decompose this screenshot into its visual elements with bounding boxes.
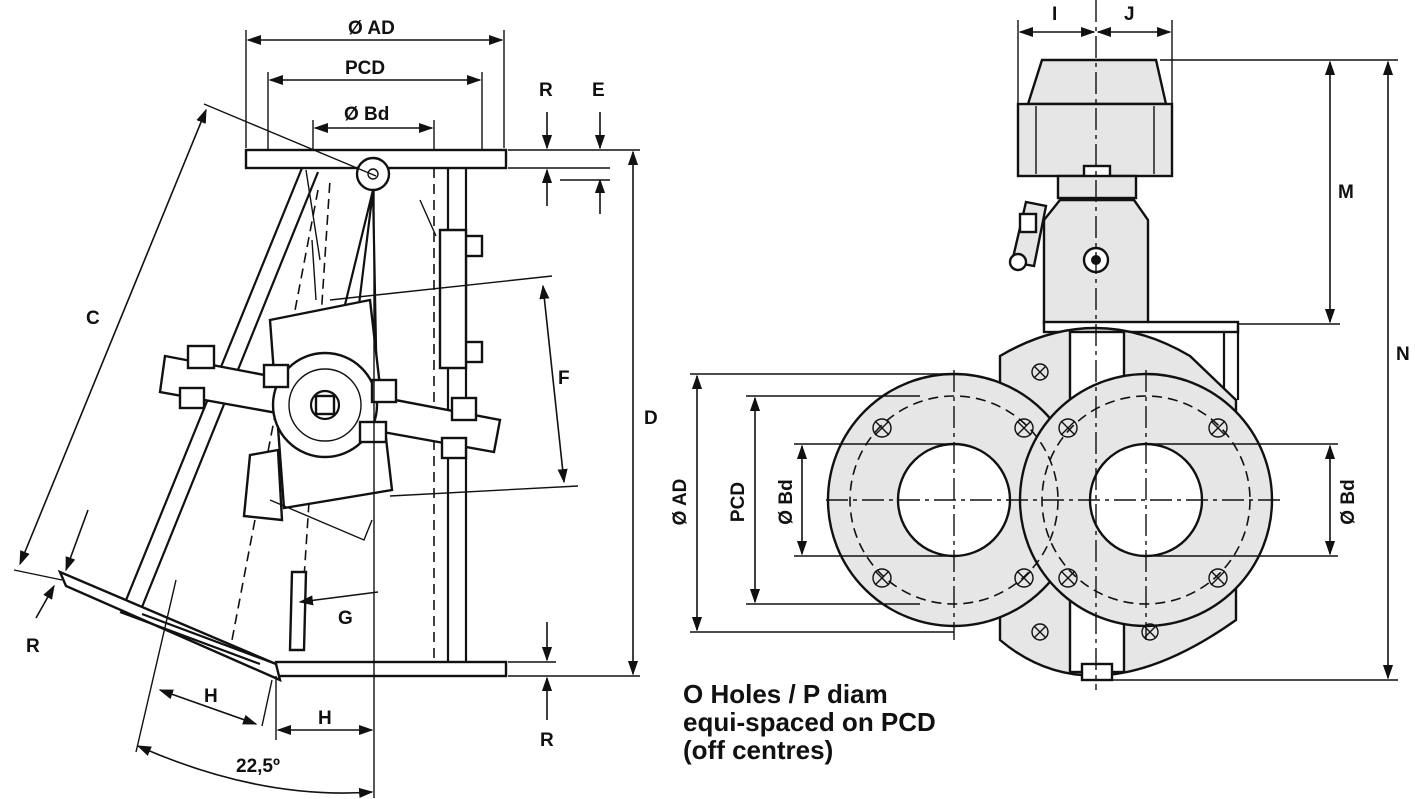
ext-lines-ad: [245, 30, 505, 148]
hole: [1208, 418, 1228, 438]
plate-bracket: [1222, 326, 1240, 400]
label-pcd-side: PCD: [728, 482, 749, 522]
switch-knob: [1008, 252, 1028, 272]
bolt: [370, 378, 398, 404]
switch-arm: [269, 499, 373, 541]
actuator-cap: [1026, 58, 1168, 106]
dim-r-left-a: [65, 509, 89, 572]
ext-lines-mn: [1112, 59, 1398, 681]
label-e-top: E: [592, 80, 605, 101]
ext-lines-pcd-side: [746, 395, 920, 605]
hole: [1058, 418, 1078, 438]
limit-switch: [242, 448, 284, 522]
dim-h-left: [158, 689, 258, 725]
label-bd-side-right: Ø Bd: [1338, 479, 1359, 524]
ext-lines-re: [508, 149, 640, 169]
bolt-holes: [872, 363, 1228, 641]
dim-c: [19, 108, 207, 566]
bottom-stud: [1080, 662, 1114, 682]
bolt: [262, 363, 290, 389]
dim-r-left-b: [35, 584, 55, 619]
label-ad-top: Ø AD: [348, 18, 395, 39]
bolt: [440, 436, 468, 460]
hub-middle: [288, 368, 362, 442]
wall-bracket: [438, 228, 468, 370]
ext-lines-ij: [1017, 20, 1173, 104]
label-h-right: H: [318, 708, 332, 729]
hub-inner: [309, 389, 341, 421]
ext-lines-h: [261, 676, 277, 740]
bolt: [358, 420, 388, 444]
hole: [1014, 568, 1034, 588]
bolt: [450, 396, 478, 422]
ext-lines-pcd: [267, 72, 483, 150]
label-r-top: R: [539, 80, 553, 101]
bottom-flange: [274, 660, 508, 678]
ext-lines-bd-side: [794, 443, 954, 557]
label-j: J: [1124, 4, 1135, 25]
hole: [872, 568, 892, 588]
hole: [1058, 568, 1078, 588]
dim-f: [539, 284, 568, 484]
note-line-3: (off centres): [683, 735, 834, 765]
actuator-ribs: [1035, 106, 1155, 174]
label-g: G: [338, 608, 353, 629]
label-r-bottom: R: [540, 730, 554, 751]
angle-leg: [135, 579, 177, 753]
note-line-1: O Holes / P diam: [683, 679, 888, 709]
label-d: D: [644, 408, 658, 429]
switch-window: [1018, 212, 1038, 234]
label-f: F: [558, 368, 570, 389]
branch-bottom: [119, 610, 277, 666]
actuator-body: [1016, 102, 1174, 178]
hole: [1031, 363, 1049, 381]
label-m: M: [1338, 182, 1354, 203]
label-h-left: H: [204, 686, 218, 707]
vertical-centerlines: [953, 370, 1147, 640]
pivot-pin: [367, 168, 379, 180]
note-line-2: equi-spaced on PCD: [683, 707, 936, 737]
hole: [1031, 623, 1049, 641]
inclined-flange: [57, 569, 282, 683]
label-bd-side-left: Ø Bd: [776, 479, 797, 524]
label-angle: 22,5º: [236, 756, 280, 777]
spring-lines: [305, 169, 437, 301]
holes-note: O Holes / P diam equi-spaced on PCD (off…: [683, 680, 936, 764]
actuator-coupling: [1056, 174, 1138, 200]
hole: [1014, 418, 1034, 438]
dim-g: [298, 591, 379, 606]
ext-lines-bd: [312, 120, 435, 150]
left-view: Ø AD PCD Ø Bd R E C F D G H H R R 22,5º: [13, 18, 658, 798]
hole: [872, 418, 892, 438]
label-r-left: R: [26, 636, 40, 657]
label-n: N: [1396, 344, 1410, 365]
label-ad-side: Ø AD: [670, 479, 691, 526]
label-bd-top: Ø Bd: [344, 104, 389, 125]
ext-lines-ad-side: [690, 373, 954, 633]
bolt: [186, 344, 216, 370]
ext-lines-f: [329, 275, 579, 497]
flap-tip: [288, 570, 308, 652]
hole: [1208, 568, 1228, 588]
label-c: C: [86, 308, 100, 329]
label-pcd-top: PCD: [345, 58, 385, 79]
dim-angle-arc: [136, 745, 374, 798]
right-view: I J M N Ø AD PCD Ø Bd Ø Bd: [670, 0, 1410, 690]
bolt: [178, 386, 206, 410]
ext-lines-bd-right: [1146, 443, 1338, 557]
hub-nut: [314, 394, 336, 416]
ext-lines-c: [13, 103, 377, 581]
label-i: I: [1052, 4, 1057, 25]
